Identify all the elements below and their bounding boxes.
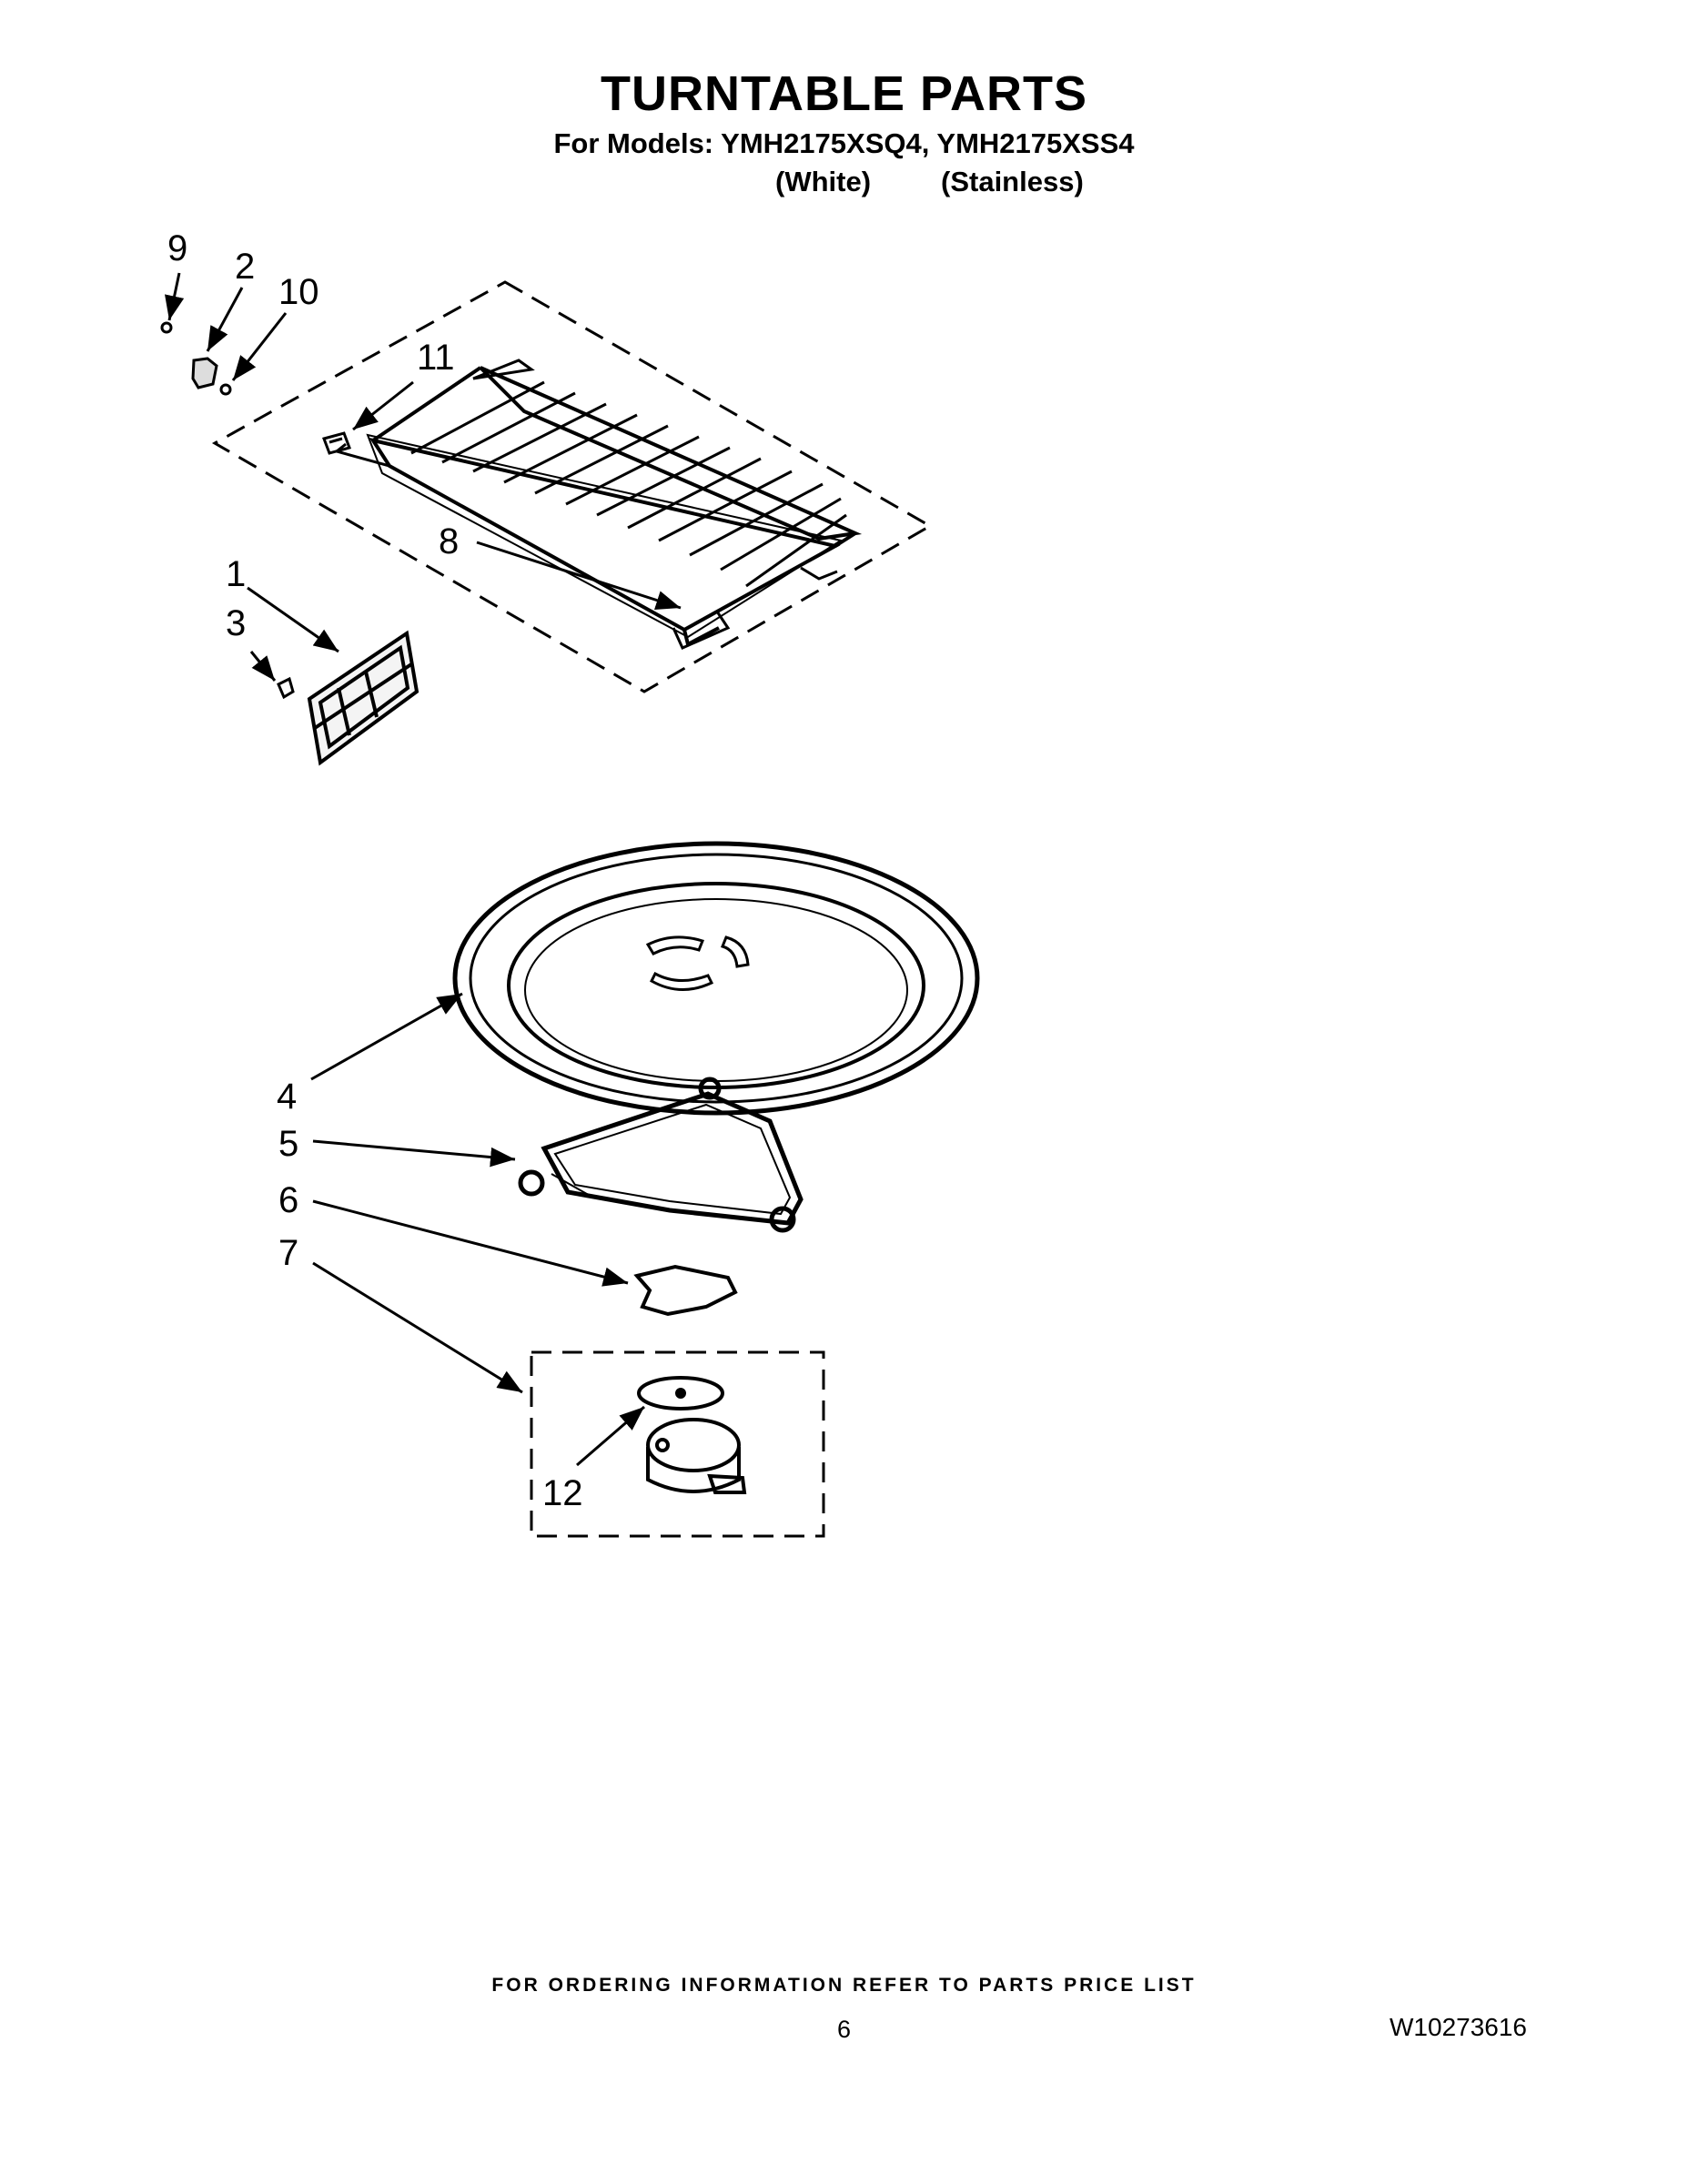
callout-11: 11	[417, 338, 455, 378]
leader-4	[310, 992, 463, 1081]
leader-5	[312, 1139, 516, 1168]
bracket-part	[191, 357, 218, 389]
screw-part	[219, 383, 232, 396]
document-number: W10273616	[1390, 2013, 1528, 2041]
small-hardware-parts	[160, 321, 232, 396]
callout-9: 9	[167, 228, 187, 268]
models-line: For Models: YMH2175XSQ4, YMH2175XSS4	[553, 127, 1135, 159]
leader-10	[231, 312, 288, 381]
callout-6: 6	[278, 1180, 298, 1220]
variant-stainless: (Stainless)	[941, 166, 1084, 197]
callout-labels: 9 2 10 11 8 1 3 4 5 6 7 12	[167, 228, 583, 1513]
callout-1: 1	[226, 554, 246, 594]
wire-rack	[333, 359, 863, 650]
leader-9	[165, 272, 185, 321]
washer-part	[160, 321, 173, 334]
callout-7: 7	[278, 1233, 298, 1273]
ordering-note: FOR ORDERING INFORMATION REFER TO PARTS …	[491, 1975, 1197, 1996]
page-number: 6	[836, 2016, 852, 2043]
motor-dashed-boundary	[530, 1350, 825, 1538]
page-title: TURNTABLE PARTS	[601, 66, 1087, 121]
callout-12: 12	[542, 1473, 583, 1513]
leader-7	[312, 1261, 523, 1394]
callout-4: 4	[277, 1077, 297, 1117]
callout-3: 3	[226, 603, 246, 643]
leader-12	[576, 1405, 645, 1467]
leader-8	[476, 541, 682, 611]
vent-grille	[307, 630, 419, 766]
roller-ring	[518, 1077, 804, 1233]
rack-assembly-group	[211, 280, 934, 693]
leader-3	[249, 651, 277, 682]
turntable-motor	[637, 1376, 747, 1494]
callout-10: 10	[278, 272, 319, 312]
leader-2	[206, 287, 244, 352]
leader-6	[312, 1199, 629, 1287]
leader-lines	[165, 272, 682, 1467]
variant-white: (White)	[775, 166, 872, 197]
drive-coupler	[633, 1264, 738, 1317]
grille-screw	[277, 676, 295, 700]
rack-clip	[322, 431, 351, 455]
turntable-tray	[452, 841, 980, 1116]
leader-1	[247, 586, 339, 653]
callout-5: 5	[278, 1124, 298, 1164]
callout-8: 8	[439, 521, 459, 561]
rack-dashed-boundary	[211, 280, 934, 693]
callout-2: 2	[235, 247, 255, 287]
leader-11	[352, 380, 414, 431]
